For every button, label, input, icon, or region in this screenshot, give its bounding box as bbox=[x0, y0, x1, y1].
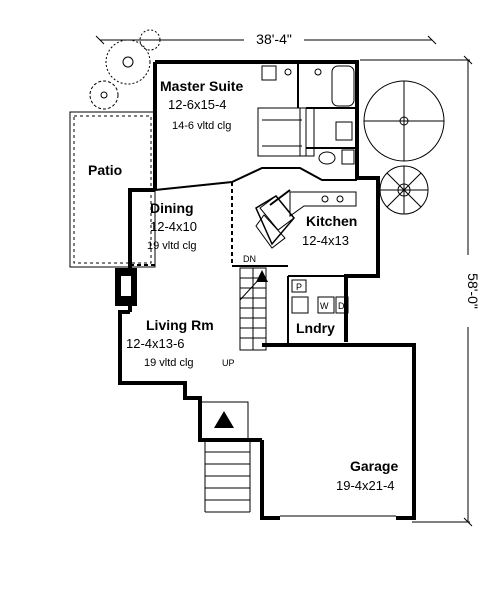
dining-name: Dining bbox=[150, 200, 194, 216]
kitchen-island bbox=[255, 195, 295, 246]
entry-porch bbox=[199, 401, 251, 513]
stair-up-label: UP bbox=[222, 358, 235, 368]
living-room-name: Living Rm bbox=[146, 317, 214, 333]
pantry-label: P bbox=[296, 282, 302, 292]
kitchen-size: 12-4x13 bbox=[302, 233, 349, 248]
landscape-trees bbox=[89, 29, 445, 215]
fireplace bbox=[115, 268, 137, 306]
garage-name: Garage bbox=[350, 458, 398, 474]
stairs bbox=[239, 267, 267, 351]
exterior-walls bbox=[118, 60, 416, 520]
master-suite-size: 12-6x15-4 bbox=[168, 97, 227, 112]
master-suite-name: Master Suite bbox=[160, 78, 243, 94]
master-closets bbox=[257, 107, 315, 157]
laundry-name: Lndry bbox=[296, 320, 335, 336]
stair-down-label: DN bbox=[243, 254, 256, 264]
width-dimension: 38'-4" bbox=[256, 31, 292, 47]
living-room-size: 12-4x13-6 bbox=[126, 336, 185, 351]
garage-size: 19-4x21-4 bbox=[336, 478, 395, 493]
living-room-note: 19 vltd clg bbox=[144, 357, 194, 369]
washer-label: W bbox=[320, 301, 329, 311]
dining-note: 19 vltd clg bbox=[147, 240, 197, 252]
laundry-fixtures bbox=[291, 279, 349, 314]
patio-name: Patio bbox=[88, 162, 122, 178]
dryer-label: D bbox=[338, 301, 345, 311]
dining-size: 12-4x10 bbox=[150, 219, 197, 234]
entry-marker bbox=[214, 411, 234, 428]
kitchen-name: Kitchen bbox=[306, 213, 357, 229]
master-bath-fixtures bbox=[261, 65, 355, 165]
stair-arrow bbox=[256, 270, 268, 282]
depth-dimension: 58'-0" bbox=[465, 273, 481, 309]
master-suite-note: 14-6 vltd clg bbox=[172, 120, 231, 132]
